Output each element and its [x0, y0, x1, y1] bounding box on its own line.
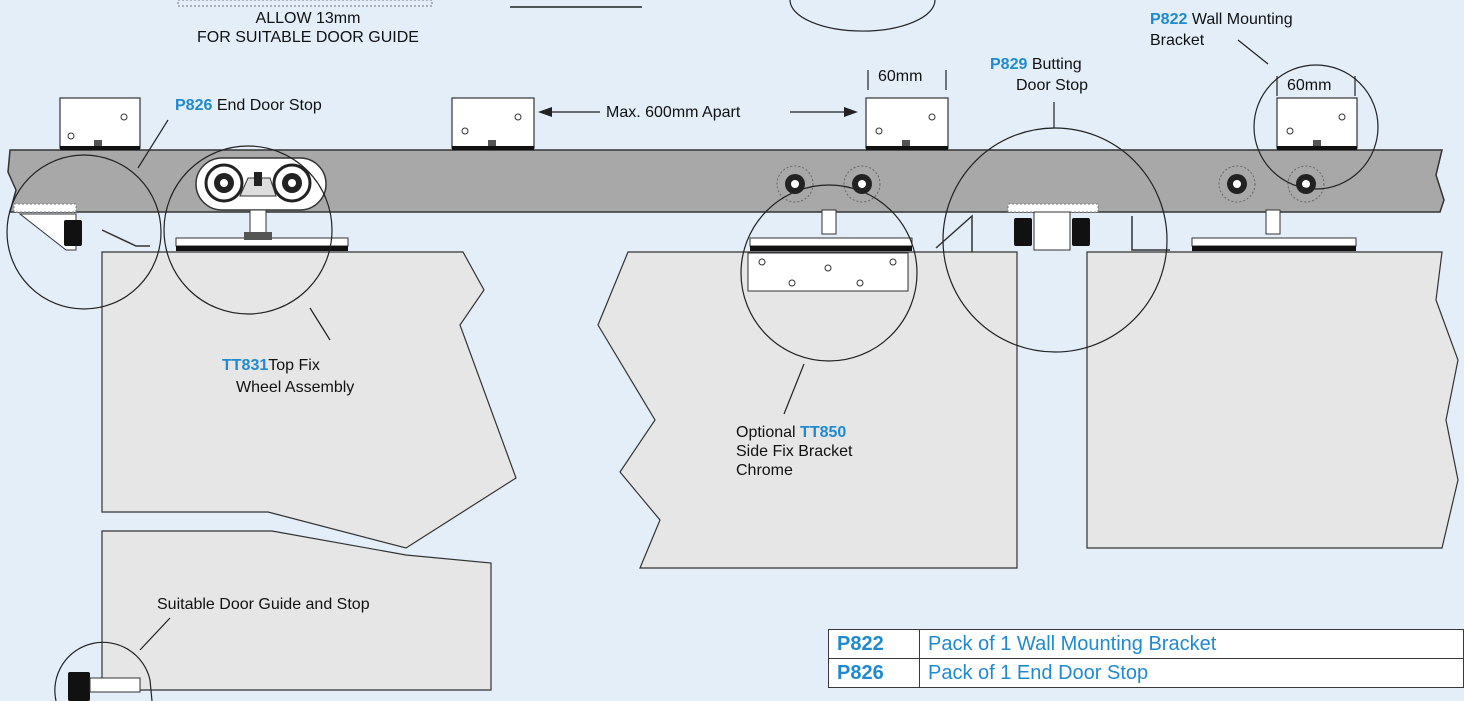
- table-row: P826 Pack of 1 End Door Stop: [828, 658, 1464, 688]
- bracket-4: [1276, 97, 1358, 150]
- tt831-text: Top Fix: [268, 357, 320, 374]
- butting-door-stop-p829: [1007, 203, 1099, 251]
- tt850-code: TT850: [800, 424, 847, 441]
- bracket-2: [451, 97, 535, 150]
- guide-middle-angle: [935, 214, 973, 252]
- tt831-label: TT831Top Fix: [222, 356, 320, 375]
- dim-60mm-mid-text: 60mm: [878, 68, 923, 85]
- part-desc-cell: Pack of 1 Wall Mounting Bracket: [919, 629, 1464, 659]
- dim-60mm-mid: 60mm: [878, 67, 922, 86]
- detail-circle-wheel-assembly: [163, 145, 333, 315]
- leader-tt850: [783, 363, 805, 415]
- detail-circle-butting-stop: [942, 127, 1168, 353]
- p826-code: P826: [175, 97, 213, 114]
- allow-13mm-label: ALLOW 13mm FOR SUITABLE DOOR GUIDE: [178, 9, 438, 47]
- leader-p826: [137, 119, 169, 169]
- p829-code: P829: [990, 56, 1028, 73]
- part-code-cell: P822: [828, 629, 920, 659]
- allow-line-2: FOR SUITABLE DOOR GUIDE: [197, 29, 419, 46]
- door-middle: [597, 251, 1018, 569]
- p829-text: Butting: [1027, 56, 1082, 73]
- p822-label: P822 Wall Mounting: [1150, 10, 1293, 29]
- door-right: [1086, 251, 1459, 549]
- tt831-label-line2: Wheel Assembly: [236, 378, 354, 397]
- p829-label-line2: Door Stop: [1016, 76, 1088, 95]
- bracket-1: [59, 97, 141, 150]
- tt850-label: Optional TT850 Side Fix Bracket Chrome: [736, 423, 852, 480]
- dim-60mm-right-text: 60mm: [1287, 77, 1332, 94]
- top-detail-circle-arc: [789, 0, 936, 32]
- leader-guide: [139, 617, 171, 651]
- p829-label: P829 Butting: [990, 55, 1082, 74]
- arrowhead-left: [538, 107, 552, 117]
- arrowhead-right: [844, 107, 858, 117]
- detail-circle-wall-bracket: [1253, 64, 1379, 190]
- allow-line-1: ALLOW 13mm: [255, 10, 361, 27]
- door-guide-bottom: [68, 672, 141, 701]
- end-door-stop-left: [13, 203, 82, 251]
- top-guide-outline: [177, 0, 433, 7]
- tt850-line3: Chrome: [736, 462, 793, 479]
- p822-line2-text: Bracket: [1150, 32, 1205, 49]
- detail-circle-guide: [54, 641, 153, 701]
- leader-p822: [1237, 39, 1269, 65]
- p822-code: P822: [1150, 11, 1188, 28]
- tt831-code: TT831: [222, 357, 269, 374]
- bracket-3: [865, 97, 949, 150]
- overhead-track: [7, 149, 1445, 213]
- p829-line2-text: Door Stop: [1016, 77, 1089, 94]
- part-code-cell: P826: [828, 658, 920, 688]
- detail-circle-end-stop: [6, 154, 162, 310]
- wheel-assembly-right: [1191, 165, 1357, 251]
- guide-text: Suitable Door Guide and Stop: [157, 596, 370, 613]
- door-left-upper: [101, 251, 517, 549]
- guide-label: Suitable Door Guide and Stop: [157, 595, 370, 614]
- p822-text: Wall Mounting: [1187, 11, 1293, 28]
- spacing-label: Max. 600mm Apart: [606, 103, 740, 122]
- wheel-assembly-middle: [747, 165, 913, 292]
- wheel-assembly-tt831: [175, 157, 349, 251]
- part-desc-cell: Pack of 1 End Door Stop: [919, 658, 1464, 688]
- guide-right-angle: [1131, 216, 1170, 251]
- p826-text: End Door Stop: [212, 97, 322, 114]
- p826-label: P826 End Door Stop: [175, 96, 322, 115]
- tt850-line2: Side Fix Bracket: [736, 443, 853, 460]
- tt850-prefix: Optional: [736, 424, 801, 441]
- leader-tt831: [309, 307, 331, 341]
- tt831-line2-text: Wheel Assembly: [236, 379, 355, 396]
- guide-left-angle: [101, 229, 150, 247]
- detail-circle-side-fix: [740, 184, 918, 362]
- spacing-text: Max. 600mm Apart: [606, 104, 741, 121]
- table-row: P822 Pack of 1 Wall Mounting Bracket: [828, 629, 1464, 659]
- p822-label-line2: Bracket: [1150, 31, 1204, 50]
- dim-60mm-right: 60mm: [1287, 76, 1331, 95]
- parts-table: P822 Pack of 1 Wall Mounting Bracket P82…: [828, 629, 1464, 688]
